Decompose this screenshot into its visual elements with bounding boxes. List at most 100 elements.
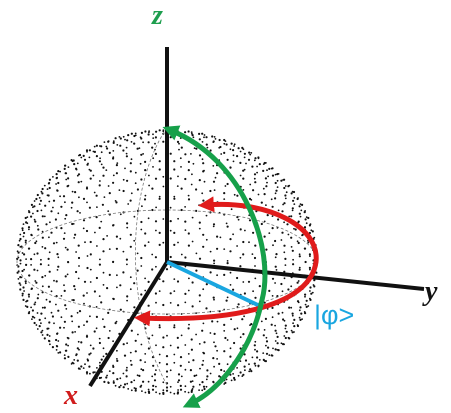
sphere-point — [162, 140, 165, 143]
sphere-point — [224, 381, 227, 384]
sphere-point — [236, 276, 239, 280]
sphere-point — [112, 150, 115, 152]
sphere-point — [236, 367, 239, 369]
sphere-point — [50, 311, 53, 314]
meridian-line — [134, 127, 168, 386]
sphere-point — [254, 157, 257, 160]
sphere-point — [193, 147, 196, 150]
sphere-point — [202, 359, 205, 362]
sphere-point — [203, 136, 205, 139]
sphere-point — [253, 177, 256, 180]
sphere-point — [176, 140, 180, 143]
sphere-point — [19, 276, 22, 279]
sphere-point — [165, 370, 169, 373]
sphere-point — [191, 240, 194, 243]
sphere-point — [82, 219, 86, 222]
sphere-point — [158, 231, 161, 234]
sphere-point — [274, 192, 277, 195]
sphere-point — [112, 224, 115, 227]
sphere-point — [262, 187, 265, 190]
sphere-point — [184, 256, 187, 259]
sphere-point — [44, 274, 47, 277]
sphere-point — [82, 197, 86, 200]
sphere-point — [270, 354, 273, 357]
sphere-point — [114, 137, 117, 140]
sphere-point — [133, 215, 136, 218]
sphere-point — [136, 269, 139, 272]
sphere-point — [198, 294, 201, 297]
sphere-point — [151, 146, 154, 149]
sphere-point — [40, 209, 43, 212]
sphere-point — [179, 364, 182, 367]
sphere-point — [265, 204, 267, 207]
sphere-point — [96, 367, 98, 369]
sphere-point — [112, 260, 115, 263]
sphere-point — [253, 256, 257, 260]
sphere-point — [198, 132, 201, 135]
sphere-point — [229, 250, 232, 253]
sphere-point — [96, 206, 98, 209]
sphere-point — [86, 201, 88, 204]
sphere-point — [124, 138, 126, 141]
sphere-point — [280, 342, 283, 345]
sphere-point — [17, 244, 20, 247]
sphere-point — [271, 174, 275, 177]
sphere-point — [62, 237, 66, 240]
sphere-point — [299, 306, 302, 309]
sphere-point — [41, 236, 44, 239]
sphere-point — [41, 230, 44, 233]
sphere-point — [198, 300, 201, 303]
sphere-point — [291, 209, 294, 212]
sphere-point — [55, 280, 58, 283]
sphere-point — [198, 389, 201, 391]
sphere-point — [290, 285, 293, 288]
sphere-point — [125, 258, 128, 261]
sphere-point — [276, 179, 279, 182]
sphere-point — [56, 269, 59, 271]
sphere-point — [229, 148, 232, 151]
sphere-point — [225, 299, 228, 302]
sphere-point — [213, 262, 216, 265]
sphere-point — [133, 306, 136, 309]
sphere-point — [271, 227, 274, 230]
sphere-point — [47, 285, 51, 288]
sphere-point — [33, 218, 36, 221]
sphere-point — [102, 355, 105, 358]
sphere-point — [155, 301, 157, 304]
sphere-point — [133, 379, 136, 382]
sphere-point — [284, 264, 287, 266]
sphere-point — [232, 288, 235, 291]
sphere-point — [75, 270, 78, 274]
sphere-point — [30, 258, 33, 261]
sphere-point — [262, 352, 265, 354]
sphere-point — [165, 268, 169, 271]
sphere-point — [105, 169, 108, 172]
sphere-point — [38, 203, 41, 206]
sphere-point — [283, 244, 286, 247]
sphere-point — [65, 308, 68, 310]
sphere-point — [198, 154, 202, 157]
sphere-point — [63, 232, 66, 235]
sphere-point — [232, 160, 235, 163]
sphere-point — [55, 173, 58, 176]
sphere-point — [162, 129, 165, 132]
sphere-point — [122, 189, 125, 193]
sphere-point — [108, 151, 111, 154]
sphere-point — [173, 160, 176, 163]
sphere-point — [63, 357, 66, 360]
sphere-point — [74, 191, 77, 194]
sphere-point — [129, 233, 132, 236]
sphere-point — [41, 285, 44, 288]
sphere-point — [24, 280, 27, 283]
sphere-point — [162, 175, 165, 178]
sphere-point — [179, 157, 182, 160]
sphere-point — [21, 269, 24, 273]
sphere-point — [33, 200, 36, 202]
sphere-point — [21, 294, 24, 297]
sphere-point — [298, 255, 301, 258]
sphere-point — [105, 376, 108, 379]
sphere-point — [282, 343, 285, 346]
sphere-point — [307, 305, 310, 307]
sphere-point — [233, 145, 236, 147]
sphere-point — [265, 340, 269, 343]
